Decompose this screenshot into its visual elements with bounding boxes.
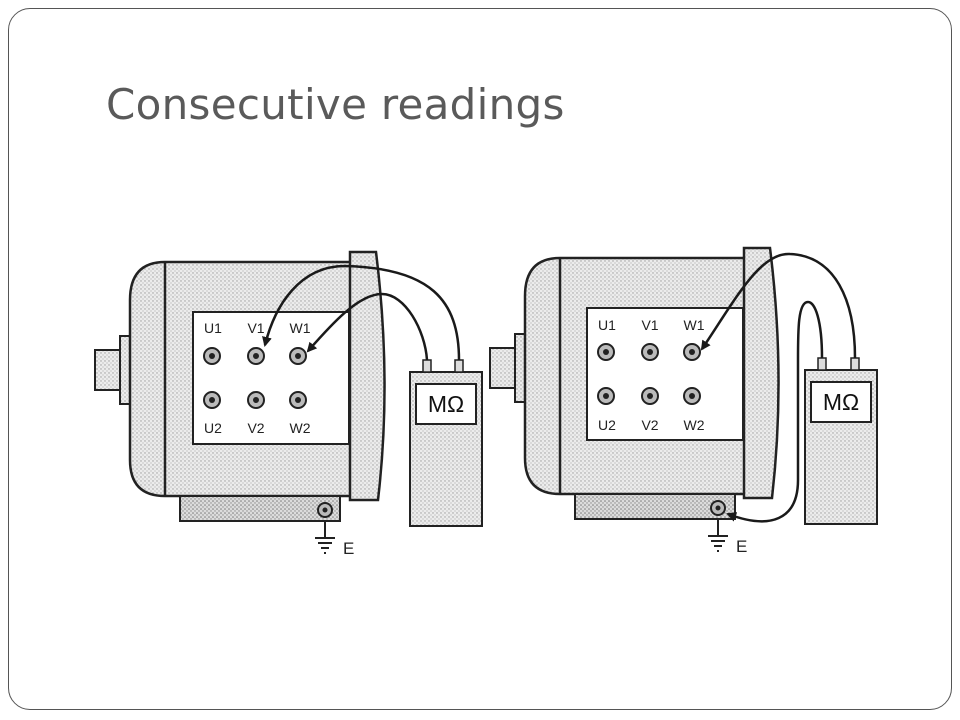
motor-base [179,495,341,522]
megger-display [810,381,872,423]
motor-end-bell [742,246,780,500]
megger-terminal-2 [454,359,464,373]
test-lead-w1 [306,292,429,361]
terminal-label-w2: W2 [290,420,311,436]
earth-label: E [736,537,747,556]
terminal-label-v1: V1 [247,320,264,336]
test-lead-w1 [700,252,857,359]
terminal-label-u1: U1 [598,317,616,333]
terminal-label-v2: V2 [247,420,264,436]
earth-label: E [343,539,354,558]
terminal-label-u1: U1 [204,320,222,336]
test-lead-earth [726,300,824,523]
motor-base [574,493,736,520]
megger-terminal-1 [817,357,827,371]
terminal-label-v1: V1 [641,317,658,333]
test-lead-v1 [262,264,461,361]
megger-display [415,383,477,425]
motor-end-bell [348,250,386,502]
terminal-label-w2: W2 [684,417,705,433]
ground-symbol [315,521,335,554]
slide-title: Consecutive readings [106,80,565,129]
diagram-right: U1 V1 W1 U2 V2 W2 E MΩ [489,246,878,556]
terminal-box [586,307,744,441]
megger-label: MΩ [823,389,859,415]
ground-symbol [708,519,728,552]
terminal-studs-bottom [203,391,307,409]
terminal-label-u2: U2 [204,420,222,436]
motor-shaft [94,349,124,391]
terminal-label-w1: W1 [684,317,705,333]
megger-terminal-1 [422,359,432,373]
terminal-label-v2: V2 [641,417,658,433]
terminal-studs-bottom [597,387,701,405]
motor-shaft [489,347,519,389]
terminal-label-u2: U2 [598,417,616,433]
terminal-studs-top [203,347,307,365]
terminal-studs-top [597,343,701,361]
megger-label: MΩ [428,391,464,417]
diagram-left: U1 V1 W1 U2 V2 W2 E MΩ [94,250,483,558]
megger-terminal-2 [850,357,860,371]
earth-terminal [317,502,333,518]
earth-terminal [710,500,726,516]
terminal-label-w1: W1 [290,320,311,336]
